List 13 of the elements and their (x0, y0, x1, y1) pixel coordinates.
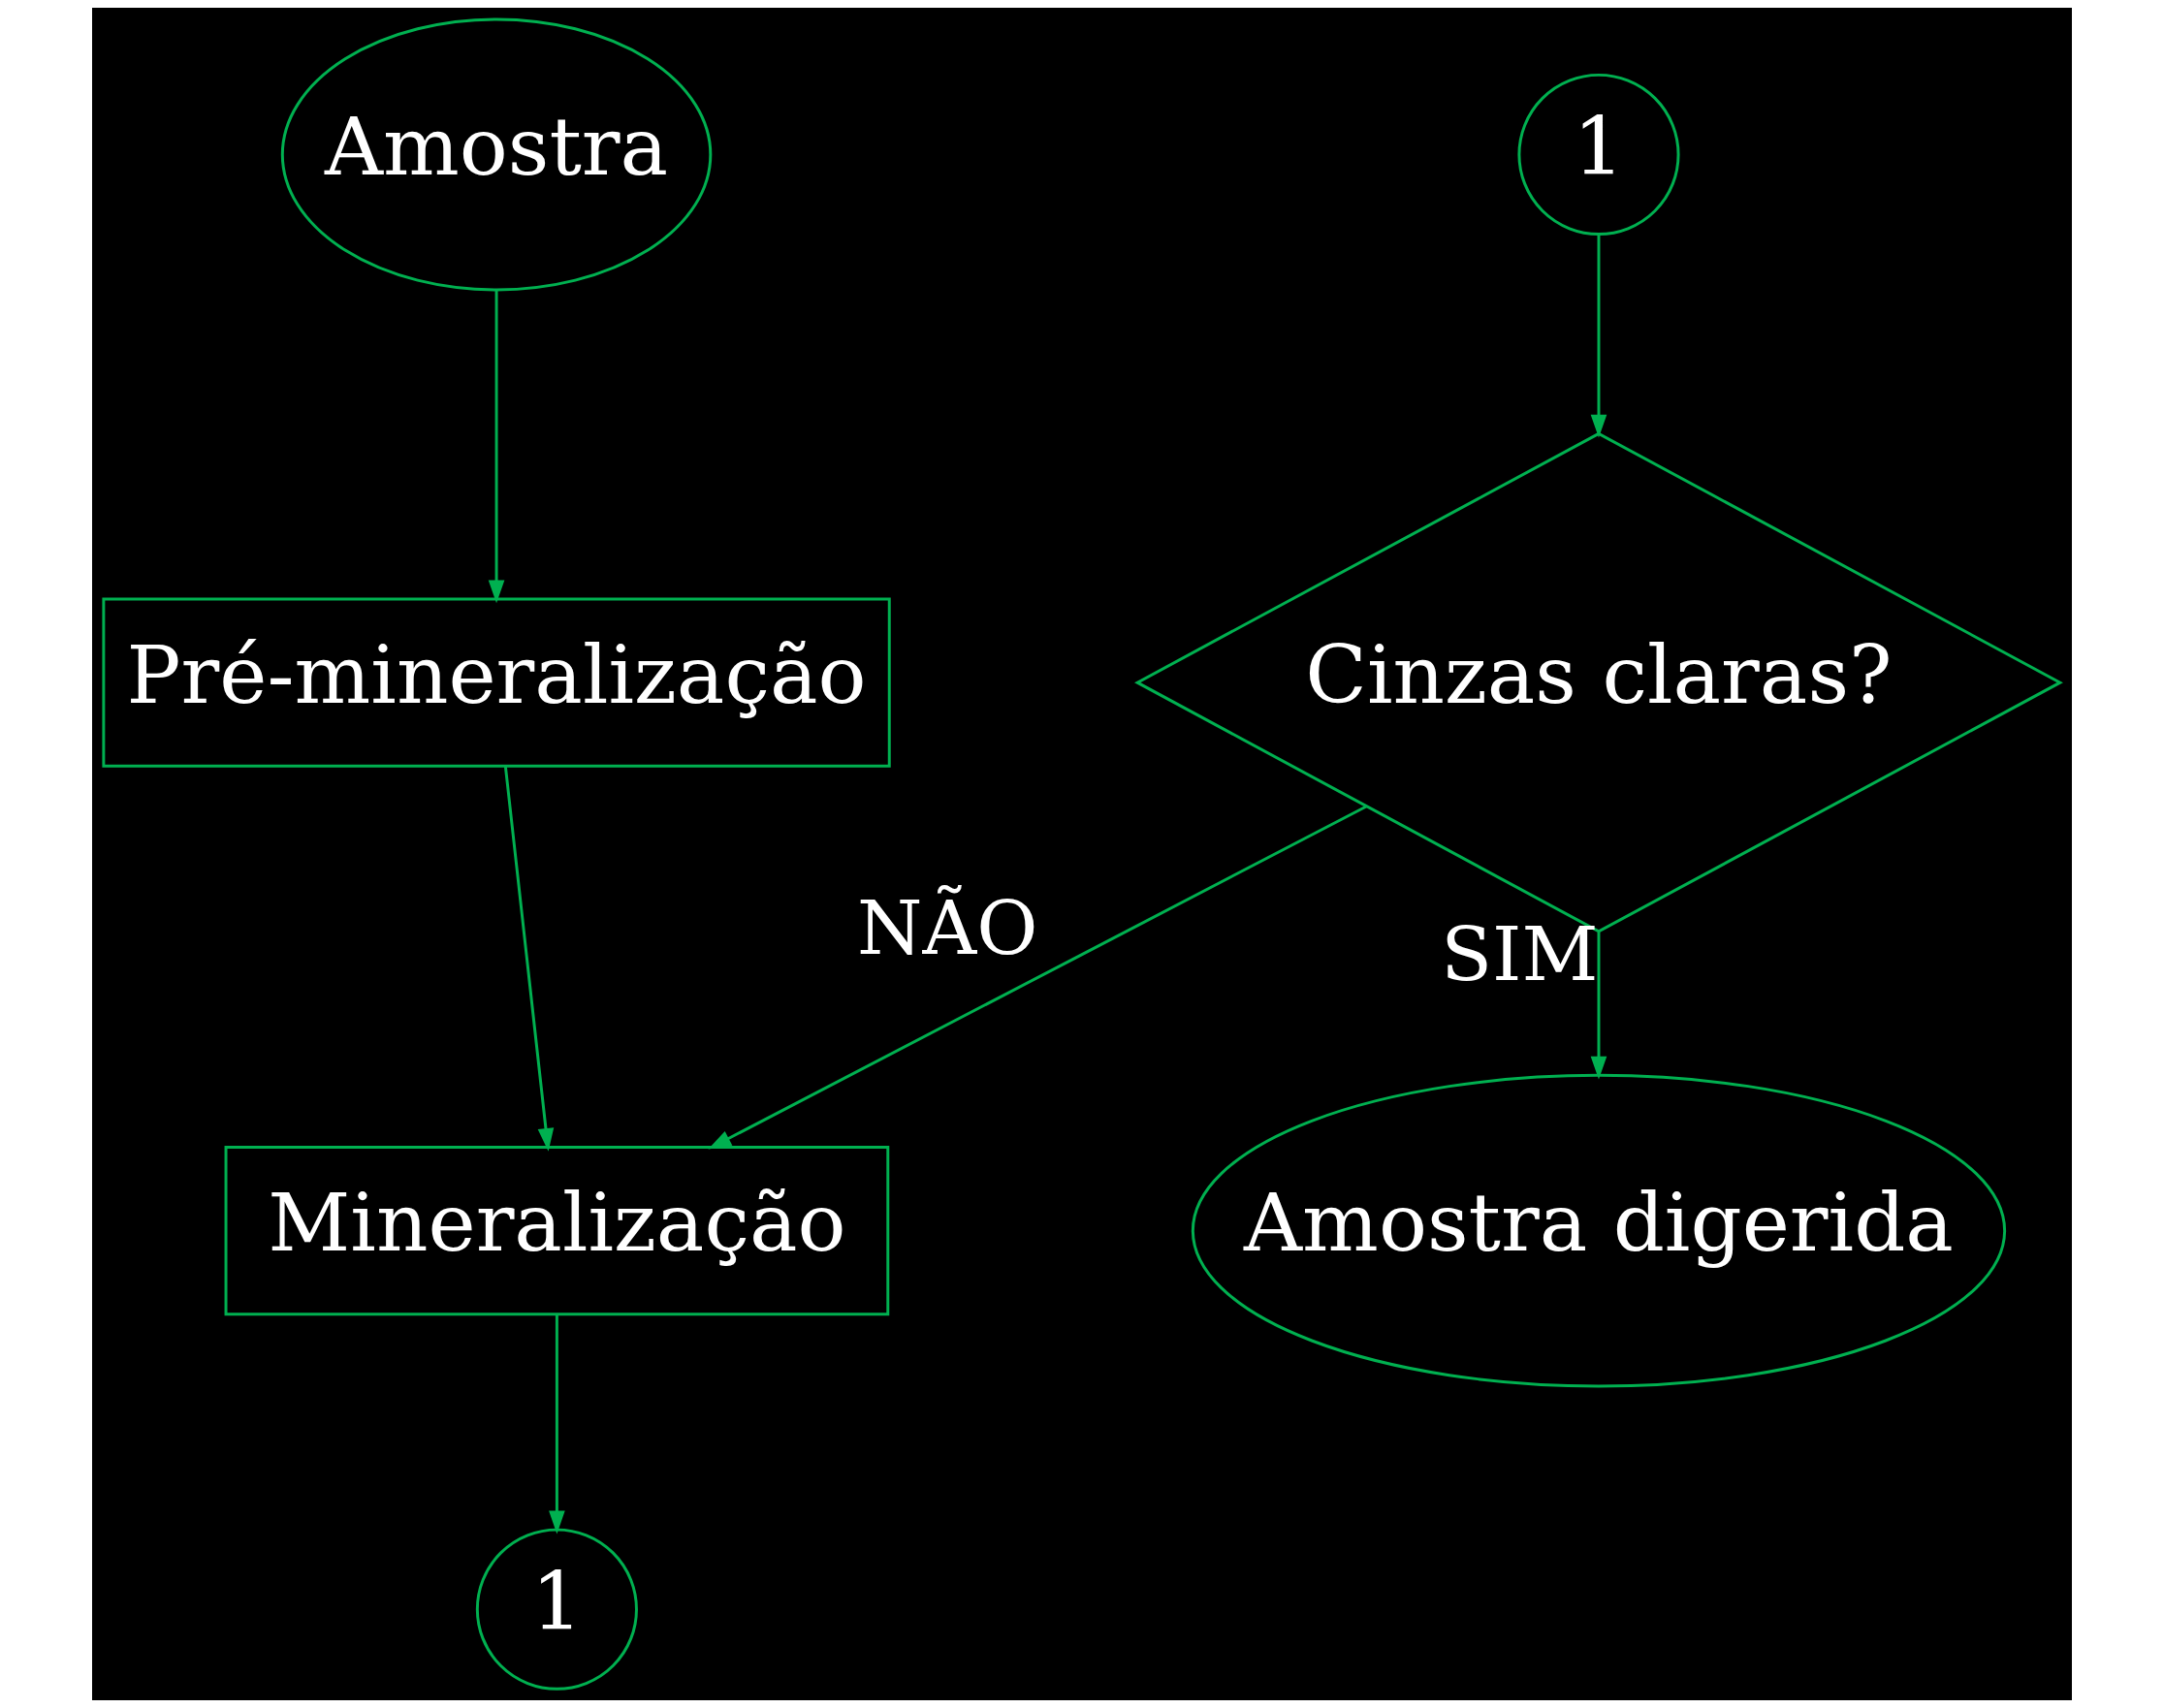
arrow (503, 766, 555, 1152)
edge-label: NÃO (857, 883, 1038, 971)
node-circle: 1 (475, 1528, 638, 1691)
node-box: Mineralização (224, 1146, 890, 1316)
node-ellipse: Amostra digerida (1191, 1073, 2007, 1388)
arrow (549, 1314, 565, 1534)
arrow (708, 805, 1367, 1150)
node-box: Pré-mineralização (102, 597, 891, 768)
node-circle: 1 (1517, 73, 1680, 236)
arrow (488, 290, 505, 604)
arrow (1590, 932, 1607, 1080)
arrow (1590, 234, 1607, 438)
node-ellipse: Amostra (280, 17, 713, 292)
